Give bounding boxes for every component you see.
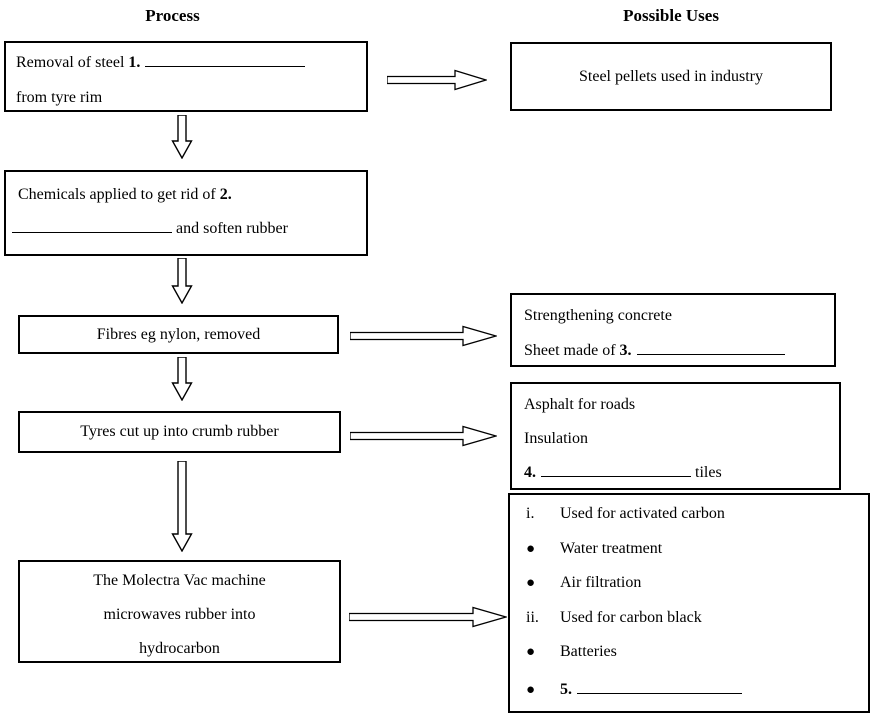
process-step-4-box: Tyres cut up into crumb rubber xyxy=(18,411,341,453)
process-step-1-line2: from tyre rim xyxy=(16,89,103,106)
use-asphalt-box: Asphalt for roads Insulation 4. tiles xyxy=(510,382,841,490)
arrow-down-icon xyxy=(171,258,193,304)
bullet-icon: ● xyxy=(526,540,536,557)
list-item-text: Batteries xyxy=(560,643,617,660)
arrow-right-icon xyxy=(350,325,497,347)
process-step-2-box: Chemicals applied to get rid of 2. and s… xyxy=(4,170,368,256)
answer-blank-5 xyxy=(577,678,742,694)
process-step-2-text: Chemicals applied to get rid of xyxy=(18,186,220,203)
possible-uses-column-header: Possible Uses xyxy=(623,6,719,25)
process-step-5-line1: The Molectra Vac machine xyxy=(93,572,266,589)
list-item-text: Used for carbon black xyxy=(560,608,702,626)
list-item: ii. Used for carbon black xyxy=(526,609,868,644)
process-step-5-line3: hydrocarbon xyxy=(139,640,220,657)
answer-blank-2 xyxy=(12,217,172,233)
list-item-text: Air filtration xyxy=(560,574,642,591)
question-1-number: 1. xyxy=(128,54,141,71)
use-asphalt-tiles-text: tiles xyxy=(695,464,722,481)
use-asphalt-line3: 4. tiles xyxy=(524,456,831,490)
use-concrete-box: Strengthening concrete Sheet made of 3. xyxy=(510,293,836,367)
use-asphalt-line1: Asphalt for roads xyxy=(524,396,636,413)
answer-blank-4 xyxy=(541,461,691,477)
arrow-right-icon xyxy=(349,606,507,628)
process-step-4-text: Tyres cut up into crumb rubber xyxy=(80,423,279,440)
bullet-icon: ● xyxy=(526,681,536,698)
list-item: ● Air filtration xyxy=(526,574,868,609)
process-step-1-line1: Removal of steel 1. xyxy=(16,45,358,80)
question-4-number: 4. xyxy=(524,464,536,481)
process-step-5-line2: microwaves rubber into xyxy=(103,606,256,623)
roman-numeral-ii-marker: ii. xyxy=(526,608,539,626)
list-item-text: Water treatment xyxy=(560,539,663,557)
arrow-right-icon xyxy=(350,425,497,447)
process-column-header: Process xyxy=(145,6,200,25)
bullet-icon: ● xyxy=(526,575,536,591)
process-step-2-line1: Chemicals applied to get rid of 2. xyxy=(18,178,358,212)
arrow-down-icon xyxy=(171,461,193,552)
list-item-text: Used for activated carbon xyxy=(560,505,725,522)
use-steel-pellets-text: Steel pellets used in industry xyxy=(579,67,763,85)
list-item: i. Used for activated carbon xyxy=(526,505,868,540)
list-item: ● 5. xyxy=(526,678,868,713)
list-item: ● Batteries xyxy=(526,643,868,678)
question-5-number: 5. xyxy=(560,680,572,698)
list-item: ● Water treatment xyxy=(526,540,868,575)
answer-blank-1 xyxy=(145,51,306,67)
roman-numeral-i-marker: i. xyxy=(526,505,535,522)
process-step-1-box: Removal of steel 1. from tyre rim xyxy=(4,41,368,112)
use-carbon-list-box: i. Used for activated carbon ● Water treat… xyxy=(508,493,870,713)
process-step-2-text-cont: and soften rubber xyxy=(176,220,288,237)
use-concrete-line2: Sheet made of 3. xyxy=(524,333,826,368)
arrow-down-icon xyxy=(171,357,193,401)
use-asphalt-line2: Insulation xyxy=(524,430,588,447)
use-steel-pellets-box: Steel pellets used in industry xyxy=(510,42,832,111)
question-2-number: 2. xyxy=(219,186,232,203)
arrow-down-icon xyxy=(171,115,193,159)
use-concrete-line1: Strengthening concrete xyxy=(524,307,672,324)
process-step-3-box: Fibres eg nylon, removed xyxy=(18,315,339,354)
process-step-2-line2: and soften rubber xyxy=(12,212,358,246)
use-concrete-text: Sheet made of xyxy=(524,342,620,359)
process-step-1-text: Removal of steel xyxy=(16,54,129,71)
arrow-right-icon xyxy=(387,69,487,91)
process-step-3-text: Fibres eg nylon, removed xyxy=(96,325,261,343)
bullet-icon: ● xyxy=(526,644,536,660)
answer-blank-3 xyxy=(636,339,785,355)
question-3-number: 3. xyxy=(619,342,632,359)
process-step-5-box: The Molectra Vac machine microwaves rubb… xyxy=(18,560,341,663)
